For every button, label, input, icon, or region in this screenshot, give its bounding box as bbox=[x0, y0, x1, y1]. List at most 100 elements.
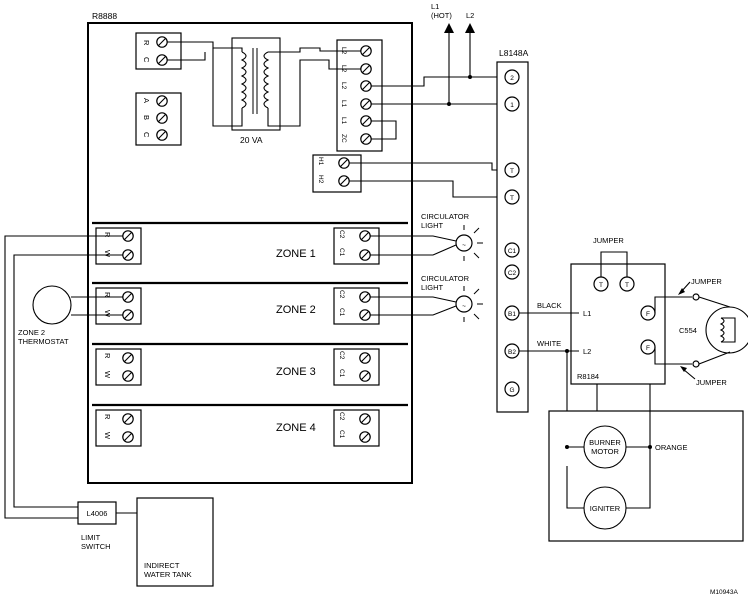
line-label-zc: ZC bbox=[340, 134, 347, 143]
l8148a-term-1: 1 bbox=[510, 102, 514, 109]
h-label-h1: H1 bbox=[317, 157, 324, 166]
limit-line1: LIMIT bbox=[81, 533, 101, 542]
circulator1-light-rays bbox=[463, 225, 483, 261]
zone-1: R W C2 C1 ZONE 1 bbox=[92, 221, 408, 265]
orange-wire-label: ORANGE bbox=[655, 443, 688, 452]
h-terminal-block: H1 H2 bbox=[312, 154, 362, 193]
burner-motor-line2: MOTOR bbox=[591, 447, 619, 456]
abc-label-b: B bbox=[142, 115, 151, 120]
limit-switch: L4006 LIMIT SWITCH bbox=[77, 501, 137, 551]
power-l1-label: L1 bbox=[431, 2, 439, 11]
r8184-t2: T bbox=[625, 282, 629, 289]
svg-text:~: ~ bbox=[462, 303, 466, 310]
circulator1-line2: LIGHT bbox=[421, 221, 444, 230]
c554-jumper-bottom: JUMPER bbox=[696, 378, 727, 387]
power-input: L1 (HOT) L2 bbox=[431, 2, 475, 106]
zone2-thermostat: ZONE 2 THERMOSTAT bbox=[18, 285, 123, 346]
figure-id: M10943A bbox=[710, 589, 738, 596]
thermostat-line2: THERMOSTAT bbox=[18, 337, 69, 346]
zone2-title: ZONE 2 bbox=[276, 304, 316, 316]
igniter-label: IGNITER bbox=[590, 504, 621, 513]
white-wire-label: WHITE bbox=[537, 339, 561, 348]
tank-line1: INDIRECT bbox=[144, 561, 180, 570]
transformer-label: 20 VA bbox=[240, 135, 263, 145]
abc-terminal-block: A B C bbox=[135, 92, 182, 146]
zone2-label-r: R bbox=[103, 292, 112, 298]
zone3-title: ZONE 3 bbox=[276, 366, 316, 378]
rc-label-r: R bbox=[142, 40, 151, 46]
r8184-l2: L2 bbox=[583, 347, 591, 356]
circulator1-line1: CIRCULATOR bbox=[421, 212, 470, 221]
r8184-f1: F bbox=[646, 311, 650, 318]
tank-line2: WATER TANK bbox=[144, 570, 192, 579]
c554-label: C554 bbox=[679, 326, 697, 335]
zone1-label-r: R bbox=[103, 232, 112, 238]
h-label-h2: H2 bbox=[317, 175, 324, 184]
zone4-label-c2: C2 bbox=[338, 412, 345, 421]
abc-label-c: C bbox=[142, 132, 151, 138]
zone3-label-c2: C2 bbox=[338, 351, 345, 360]
l8148a-term-b2: B2 bbox=[508, 349, 516, 356]
zone1-label-c1: C1 bbox=[338, 248, 345, 257]
zone-2: R W C2 C1 ZONE 2 bbox=[92, 281, 408, 325]
l8148a-strip: L8148A 2 1 T T C1 C2 B1 B2 G bbox=[496, 48, 529, 413]
l8148a-term-t2: T bbox=[510, 195, 514, 202]
r8888-label: R8888 bbox=[92, 11, 117, 21]
circulator2-light-rays bbox=[463, 286, 483, 322]
limit-line2: SWITCH bbox=[81, 542, 111, 551]
c554-jumper-top: JUMPER bbox=[691, 277, 722, 286]
black-wire-label: BLACK bbox=[537, 301, 562, 310]
thermostat-line1: ZONE 2 bbox=[18, 328, 45, 337]
zone4-label-c1: C1 bbox=[338, 430, 345, 439]
r8184-l1: L1 bbox=[583, 309, 591, 318]
line-label-l1a: L1 bbox=[340, 100, 347, 108]
r8888-panel bbox=[87, 22, 413, 484]
c554-sensor: C554 JUMPER JUMPER bbox=[654, 277, 748, 387]
zone1-label-w: W bbox=[103, 250, 112, 258]
r8184-control: R8184 JUMPER T T F F L1 L2 bbox=[570, 236, 666, 385]
burner-housing: BURNER MOTOR IGNITER ORANGE bbox=[548, 410, 744, 542]
rc-terminal-block: R C bbox=[135, 32, 182, 70]
transformer: 20 VA bbox=[231, 37, 281, 145]
r8184-jumper-label: JUMPER bbox=[593, 236, 624, 245]
limit-model: L4006 bbox=[87, 509, 108, 518]
zone2-label-c1: C1 bbox=[338, 308, 345, 317]
power-l1-sub: (HOT) bbox=[431, 11, 452, 20]
l8148a-term-b1: B1 bbox=[508, 311, 516, 318]
r8184-t1: T bbox=[599, 282, 603, 289]
l8148a-term-2: 2 bbox=[510, 75, 514, 82]
l8148a-terminals: 2 1 T T C1 C2 B1 B2 G bbox=[504, 69, 520, 397]
zone4-label-r: R bbox=[103, 414, 112, 420]
r8184-label: R8184 bbox=[577, 372, 599, 381]
svg-text:~: ~ bbox=[462, 242, 466, 249]
zone4-label-w: W bbox=[103, 432, 112, 440]
circulator-2: CIRCULATOR LIGHT ~ bbox=[370, 274, 483, 322]
l8148a-term-c2: C2 bbox=[508, 270, 517, 277]
zone1-title: ZONE 1 bbox=[276, 248, 316, 260]
zone2-label-w: W bbox=[103, 310, 112, 318]
line-terminal-block: L2 L2 L2 L1 L1 ZC bbox=[336, 39, 383, 152]
zone2-label-c2: C2 bbox=[338, 290, 345, 299]
line-label-l1b: L1 bbox=[340, 117, 347, 125]
rc-label-c: C bbox=[142, 57, 151, 63]
power-l2-label: L2 bbox=[466, 11, 474, 20]
zone-4: R W C2 C1 ZONE 4 bbox=[92, 403, 408, 447]
zone3-label-r: R bbox=[103, 353, 112, 359]
circulator-1: CIRCULATOR LIGHT ~ bbox=[370, 212, 483, 261]
zone1-label-c2: C2 bbox=[338, 230, 345, 239]
indirect-water-tank: INDIRECT WATER TANK bbox=[136, 497, 214, 587]
l8148a-term-t1: T bbox=[510, 168, 514, 175]
l8148a-term-g: G bbox=[509, 387, 514, 394]
r8184-f2: F bbox=[646, 345, 650, 352]
line-label-l2c: L2 bbox=[340, 82, 347, 90]
abc-label-a: A bbox=[142, 98, 151, 103]
zone3-label-c1: C1 bbox=[338, 369, 345, 378]
circulator2-line1: CIRCULATOR bbox=[421, 274, 470, 283]
circulator2-line2: LIGHT bbox=[421, 283, 444, 292]
zone4-title: ZONE 4 bbox=[276, 422, 316, 434]
l8148a-term-c1: C1 bbox=[508, 248, 517, 255]
burner-motor-line1: BURNER bbox=[589, 438, 621, 447]
zone3-label-w: W bbox=[103, 371, 112, 379]
zone-3: R W C2 C1 ZONE 3 bbox=[92, 342, 408, 386]
